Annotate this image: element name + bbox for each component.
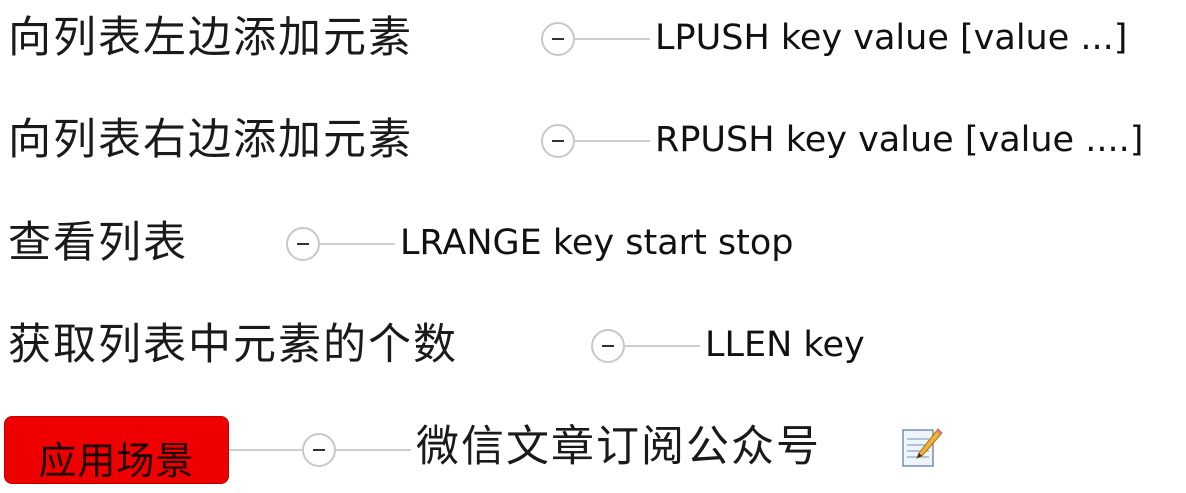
command-text: RPUSH key value [value ....] xyxy=(655,120,1144,160)
connector-line xyxy=(575,140,650,142)
connector-line xyxy=(229,449,302,451)
scenario-badge[interactable]: 应用场景 xyxy=(4,416,229,484)
topic-text: 获取列表中元素的个数 xyxy=(8,320,458,370)
connector-line xyxy=(625,345,700,347)
command-text: LPUSH key value [value ...] xyxy=(655,18,1128,58)
topic-text: 向列表左边添加元素 xyxy=(8,13,413,63)
command-text: LLEN key xyxy=(705,325,865,365)
connector-line xyxy=(575,38,650,40)
scenario-value: 微信文章订阅公众号 xyxy=(416,422,821,472)
collapse-toggle[interactable] xyxy=(591,329,625,363)
connector-line xyxy=(320,243,395,245)
topic-text: 查看列表 xyxy=(8,218,188,268)
connector-line xyxy=(336,449,411,451)
collapse-toggle[interactable] xyxy=(286,227,320,261)
note-icon[interactable] xyxy=(900,426,944,470)
command-text: LRANGE key start stop xyxy=(400,223,794,263)
scenario-label: 应用场景 xyxy=(38,439,195,483)
collapse-toggle[interactable] xyxy=(541,22,575,56)
collapse-toggle[interactable] xyxy=(541,124,575,158)
topic-text: 向列表右边添加元素 xyxy=(8,115,413,165)
collapse-toggle[interactable] xyxy=(302,433,336,467)
